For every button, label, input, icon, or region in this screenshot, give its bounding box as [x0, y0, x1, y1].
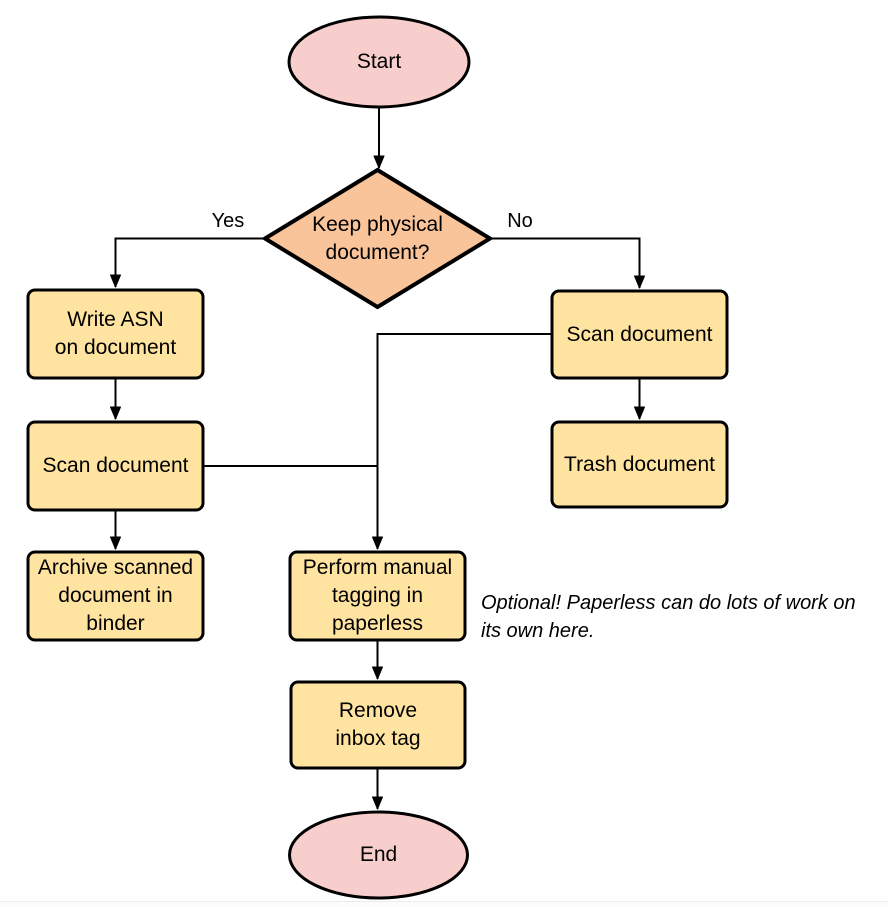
edge-decision-yes — [110, 237, 265, 288]
optional-note: Optional! Paperless can do lots of work … — [481, 592, 856, 642]
end-terminator-shape — [288, 810, 469, 900]
scan-document-right-label: Scan document — [566, 322, 713, 346]
tagging-box-shape — [288, 550, 467, 642]
edge-scanright-tagging — [372, 333, 552, 550]
scan-document-left-label: Scan document — [42, 454, 189, 477]
trash-document-box-shape — [550, 420, 729, 509]
page-bottom-edge — [0, 901, 888, 907]
start-label: Start — [356, 50, 402, 73]
start-terminator-shape — [287, 15, 471, 109]
write-asn-label: Write ASN on document — [54, 308, 177, 359]
archive-label: Archive scanned document in binder — [37, 556, 194, 635]
remove-inbox-box-shape — [289, 680, 467, 770]
tagging-label: Perform manual tagging in paperless — [302, 556, 453, 635]
edge-decision-no — [490, 237, 645, 289]
scan-document-left-box-shape — [26, 420, 205, 512]
scan-document-right-box-shape — [550, 289, 729, 380]
decision-label: Keep physical document? — [312, 212, 443, 264]
remove-inbox-label: Remove inbox tag — [335, 699, 421, 750]
yes-edge-label: Yes — [211, 210, 245, 232]
decision-diamond-shape — [261, 167, 494, 310]
end-label: End — [359, 843, 398, 866]
no-edge-label: No — [507, 210, 533, 232]
trash-document-label: Trash document — [564, 452, 715, 476]
write-asn-box-shape — [26, 288, 205, 380]
connector-group — [110, 107, 645, 810]
archive-box-shape — [26, 550, 205, 642]
